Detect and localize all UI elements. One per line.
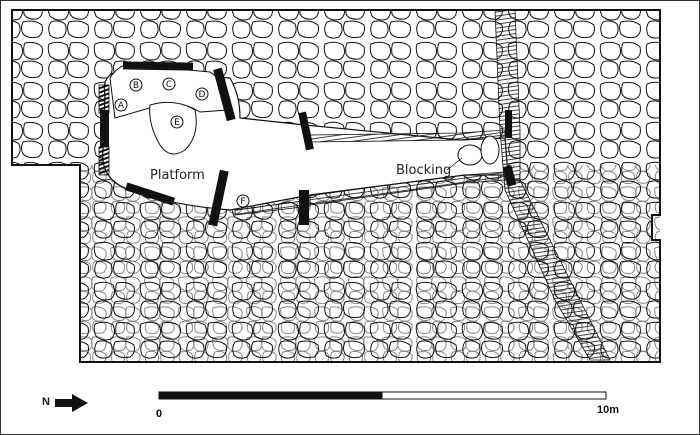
blocking-label: Blocking <box>396 163 452 178</box>
scale-bar <box>158 391 607 400</box>
hatched-orthostat-upper <box>98 84 110 114</box>
feature-marker-c: C <box>162 77 176 91</box>
orthostats <box>100 61 517 227</box>
feature-marker-d: D <box>195 87 209 101</box>
platform-label: Platform <box>150 168 205 183</box>
hatched-orthostat-lower <box>98 146 110 176</box>
north-arrow-icon <box>55 394 88 412</box>
feature-marker-b: B <box>129 78 143 92</box>
svg-text:E: E <box>174 118 180 128</box>
svg-text:A: A <box>118 101 125 111</box>
feature-marker-a: A <box>114 98 128 112</box>
svg-text:C: C <box>166 80 172 90</box>
svg-text:B: B <box>133 81 139 91</box>
svg-text:F: F <box>240 197 245 207</box>
feature-marker-e: E <box>170 115 184 129</box>
feature-marker-f: F <box>236 194 250 208</box>
scale-end-label: 10m <box>597 404 620 416</box>
scale-start-label: 0 <box>156 408 163 420</box>
svg-text:D: D <box>199 90 206 100</box>
north-label: N <box>42 396 50 408</box>
